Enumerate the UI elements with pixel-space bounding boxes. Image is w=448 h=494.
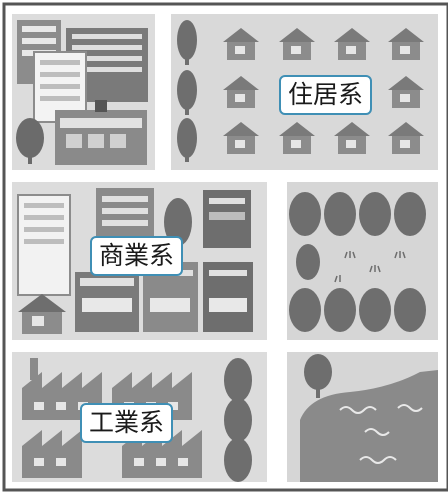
- grass-icon: [334, 251, 406, 283]
- tree-icon: [296, 244, 320, 280]
- tree-icon: [177, 70, 197, 110]
- tree-icon: [16, 118, 44, 158]
- label-residential: 住居系: [279, 75, 373, 115]
- house-icon: [334, 28, 370, 60]
- house-icon: [388, 122, 424, 154]
- label-commercial: 商業系: [90, 236, 184, 276]
- house-icon: [279, 28, 315, 60]
- tree-icon: [324, 192, 356, 236]
- tree-icon: [224, 398, 252, 442]
- tree-icon: [394, 192, 426, 236]
- house-icon: [279, 122, 315, 154]
- block-water: [287, 352, 438, 482]
- block-park: [287, 182, 438, 340]
- pond: [300, 370, 438, 482]
- tree-icon: [359, 192, 391, 236]
- tree-icon: [304, 354, 332, 390]
- house-icon: [388, 28, 424, 60]
- house-icon: [223, 122, 259, 154]
- apartment-building: [17, 194, 71, 296]
- house-icon: [388, 76, 424, 108]
- tree-icon: [164, 198, 192, 246]
- house-icon: [334, 122, 370, 154]
- house-icon: [223, 76, 259, 108]
- factory-icon: [22, 430, 82, 478]
- block-commercial: [12, 182, 267, 340]
- house-icon: [223, 28, 259, 60]
- tree-icon: [177, 118, 197, 158]
- tree-icon: [394, 288, 426, 332]
- house-icon: [18, 294, 66, 334]
- tree-icon: [324, 288, 356, 332]
- tree-icon: [289, 288, 321, 332]
- tree-icon: [177, 20, 197, 60]
- tree-icon: [359, 288, 391, 332]
- tree-icon: [289, 192, 321, 236]
- tree-icon: [224, 438, 252, 482]
- label-industrial: 工業系: [80, 403, 174, 443]
- tree-icon: [224, 358, 252, 402]
- block-top-left: [12, 14, 155, 170]
- wave-icon: [339, 404, 423, 464]
